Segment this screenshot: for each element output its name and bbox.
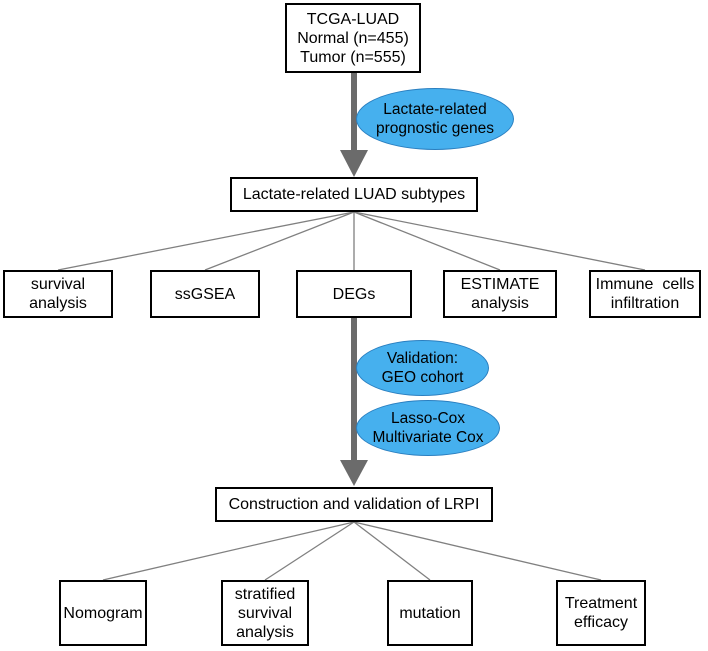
output-1-label: Nomogram	[63, 604, 143, 622]
ellipse-1-line-2: prognostic genes	[375, 120, 495, 137]
tcga-luad-box: TCGA-LUAD Normal (n=455) Tumor (n=555)	[285, 3, 421, 73]
analysis-4-line-2: analysis	[471, 295, 529, 312]
immune-infiltration-box: Immune cells infiltration	[589, 270, 701, 318]
nomogram-box: Nomogram	[59, 580, 147, 646]
ellipse-2-line-2: GEO cohort	[381, 369, 464, 386]
root-line-2: Normal (n=455)	[297, 29, 409, 47]
output-3-label: mutation	[399, 604, 461, 622]
output-2-line-2: survival	[237, 604, 293, 622]
output-2-line-1: stratified	[234, 585, 296, 603]
lasso-cox-ellipse: Lasso-Cox Multivariate Cox	[356, 400, 500, 456]
arrow-head-2	[340, 460, 368, 486]
arrow-head-1	[340, 150, 368, 177]
mutation-box: mutation	[387, 580, 473, 646]
ellipse-3-line-2: Multivariate Cox	[372, 429, 484, 446]
lactate-genes-ellipse: Lactate-related prognostic genes	[356, 88, 514, 150]
output-2-line-3: analysis	[236, 623, 294, 641]
luad-subtypes-box: Lactate-related LUAD subtypes	[230, 177, 478, 212]
analysis-2-label: ssGSEA	[174, 285, 236, 303]
analysis-3-label: DEGs	[332, 285, 376, 303]
stratified-survival-box: stratified survival analysis	[221, 580, 309, 646]
degs-box: DEGs	[296, 270, 412, 318]
ellipse-1-line-1: Lactate-related	[383, 101, 487, 118]
ellipse-2-line-1: Validation:	[386, 350, 459, 367]
lrpi-model-box: Construction and validation of LRPI	[215, 487, 493, 522]
subtype-fanout	[57, 211, 646, 271]
output-4-line-2: efficacy	[574, 614, 628, 631]
ellipse-3-line-1: Lasso-Cox	[390, 410, 466, 427]
analysis-4-line-1: ESTIMATE	[460, 276, 540, 293]
analysis-1-line-1: survival	[30, 276, 86, 293]
root-line-1: TCGA-LUAD	[306, 10, 400, 28]
model-label: Construction and validation of LRPI	[228, 496, 480, 513]
model-fanout	[102, 521, 602, 581]
analysis-5-line-2: infiltration	[610, 295, 680, 312]
analysis-5-line-1: Immune cells	[595, 276, 695, 293]
estimate-analysis-box: ESTIMATE analysis	[443, 270, 557, 318]
ssgsea-box: ssGSEA	[150, 270, 260, 318]
validation-geo-ellipse: Validation: GEO cohort	[356, 340, 489, 396]
treatment-efficacy-box: Treatment efficacy	[556, 580, 646, 646]
survival-analysis-box: survival analysis	[3, 270, 113, 318]
analysis-1-line-2: analysis	[29, 295, 87, 312]
output-4-line-1: Treatment	[564, 595, 638, 612]
subtypes-label: Lactate-related LUAD subtypes	[242, 186, 466, 203]
root-line-3: Tumor (n=555)	[300, 48, 406, 66]
